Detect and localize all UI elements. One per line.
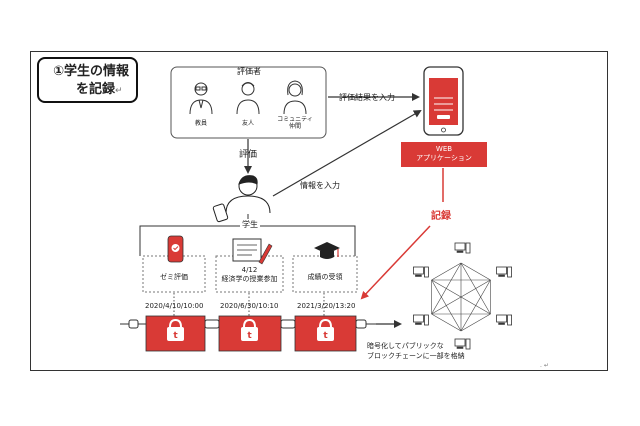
web-app-line-1: WEB [435, 145, 453, 153]
activity-label-2: 4/12 経済学の授業参加 [221, 266, 278, 283]
public-chain-caption-1: 暗号化してパブリックな [367, 342, 444, 350]
network-link [431, 313, 462, 332]
smartphone-check-icon [167, 235, 184, 263]
computer-node-icon [454, 338, 471, 350]
friend-icon [236, 82, 260, 115]
web-app-line-2: アプリケーション [416, 154, 472, 162]
evaluators-title: 評価者 [237, 67, 261, 76]
notebook-pen-icon [232, 238, 273, 265]
record-arrow-to-chain [360, 225, 431, 300]
block-3: t [294, 315, 357, 352]
evaluators-box [170, 66, 327, 139]
network-link [431, 279, 491, 315]
computer-node-icon [413, 266, 429, 278]
block-timestamp-2: 2020/6/30/10:10 [220, 302, 279, 310]
network-link [460, 313, 491, 332]
graduation-cap-icon [314, 242, 340, 259]
web-app-box [401, 142, 487, 167]
student-icon [212, 175, 271, 223]
block-timestamp-3: 2021/3/20/13:20 [297, 302, 356, 310]
callout-line-2: を記録 [76, 82, 116, 97]
community-label: コミュニティ 仲間 [277, 116, 313, 130]
chain-links [120, 319, 376, 329]
title-callout: ①学生の情報 を記録↵ [37, 57, 138, 103]
svg-text:t: t [323, 331, 328, 341]
computer-node-icon [496, 266, 512, 278]
return-mark: ↵ [115, 86, 123, 96]
block-1: t [145, 315, 206, 352]
public-blockchain-network [413, 242, 512, 350]
info-input-arrow [272, 109, 422, 197]
activity-label-1: ゼミ評価 [160, 273, 188, 281]
evaluation-result-label: 評価結果を入力 [339, 93, 395, 102]
evaluation-label: 評価 [239, 150, 258, 160]
student-label: 学生 [240, 219, 260, 230]
activity-label-3: 成績の受領 [307, 273, 343, 281]
teacher-label: 教員 [194, 120, 208, 127]
activity-box-2 [215, 255, 284, 293]
computer-node-icon [454, 242, 471, 254]
community-member-icon [283, 80, 307, 115]
block-timestamp-1: 2020/4/10/10:00 [145, 302, 204, 310]
teacher-icon [189, 82, 213, 115]
info-input-label: 情報を入力 [300, 181, 340, 190]
computer-node-icon [413, 314, 429, 326]
friend-label: 友人 [241, 120, 255, 127]
network-link [431, 262, 462, 281]
network-link [460, 279, 491, 332]
network-link [460, 262, 491, 281]
public-chain-caption-2: ブロックチェーンに一部を格納 [367, 352, 465, 360]
smartphone-icon [423, 66, 464, 136]
computer-node-icon [496, 314, 512, 326]
block-2: t [218, 315, 282, 352]
record-label: 記録 [431, 211, 451, 222]
svg-text:. ↵: . ↵ [540, 362, 549, 369]
callout-line-1: ①学生の情報 [53, 64, 130, 79]
svg-text:t: t [247, 331, 252, 341]
svg-text:t: t [173, 331, 178, 341]
activity-box-3 [292, 255, 358, 293]
